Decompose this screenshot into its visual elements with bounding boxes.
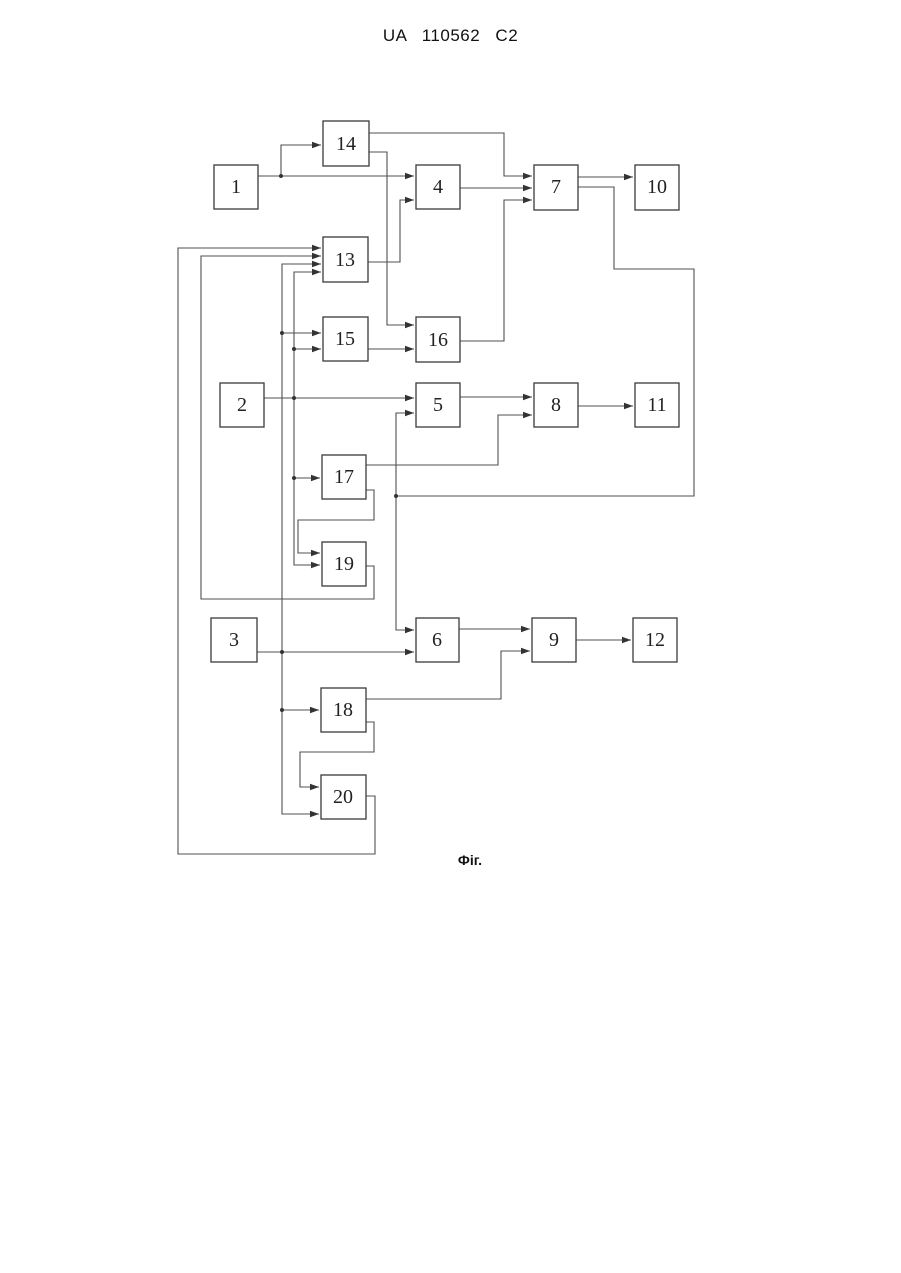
block-label: 6 (432, 629, 442, 651)
connection-wires (178, 133, 694, 854)
block-label: 11 (647, 394, 666, 416)
block-15: 15 (323, 317, 368, 361)
block-18: 18 (321, 688, 366, 732)
block-label: 1 (231, 176, 241, 198)
wire-16-to-7 (460, 200, 532, 341)
wire-1-to-14 (281, 145, 321, 176)
wire-2-trunk-to-13 (294, 272, 321, 398)
block-20: 20 (321, 775, 366, 819)
junction-dot (280, 331, 284, 335)
block-label: 10 (647, 176, 667, 198)
wire-3-trunk-to-20 (282, 652, 319, 814)
wire-7-to-5 (396, 413, 414, 496)
block-label: 8 (551, 394, 561, 416)
block-label: 16 (428, 329, 448, 351)
wire-14-to-16 (369, 152, 414, 325)
block-17: 17 (322, 455, 366, 499)
block-label: 2 (237, 394, 247, 416)
block-label: 20 (333, 786, 353, 808)
junction-dot (280, 650, 284, 654)
block-6: 6 (416, 618, 459, 662)
block-label: 19 (334, 553, 354, 575)
block-label: 13 (335, 249, 355, 271)
junction-dot (292, 476, 296, 480)
figure-caption: Фіг. (440, 852, 500, 868)
junction-dot (394, 494, 398, 498)
block-19: 19 (322, 542, 366, 586)
block-14: 14 (323, 121, 369, 166)
block-2: 2 (220, 383, 264, 427)
block-13: 13 (323, 237, 368, 282)
block-7: 7 (534, 165, 578, 210)
junction-dot (280, 708, 284, 712)
block-label: 17 (334, 466, 354, 488)
junction-dot (292, 396, 296, 400)
block-1: 1 (214, 165, 258, 209)
block-3: 3 (211, 618, 257, 662)
block-11: 11 (635, 383, 679, 427)
junction-dot (292, 347, 296, 351)
block-label: 9 (549, 629, 559, 651)
block-9: 9 (532, 618, 576, 662)
block-label: 3 (229, 629, 239, 651)
block-12: 12 (633, 618, 677, 662)
blocks: 1 2 3 4 5 6 7 8 (211, 121, 679, 819)
block-8: 8 (534, 383, 578, 427)
block-label: 14 (336, 133, 356, 155)
wire-13-to-4 (368, 200, 414, 262)
block-label: 18 (333, 699, 353, 721)
wire-7-to-6 (396, 496, 414, 630)
block-4: 4 (416, 165, 460, 209)
block-5: 5 (416, 383, 460, 427)
wire-2-trunk-to-17 (294, 398, 320, 478)
block-label: 7 (551, 176, 561, 198)
block-16: 16 (416, 317, 460, 362)
block-10: 10 (635, 165, 679, 210)
block-label: 12 (645, 629, 665, 651)
block-label: 5 (433, 394, 443, 416)
block-label: 15 (335, 328, 355, 350)
junction-dot (279, 174, 283, 178)
wire-3-trunk-to-13 (282, 264, 321, 652)
block-label: 4 (433, 176, 443, 198)
